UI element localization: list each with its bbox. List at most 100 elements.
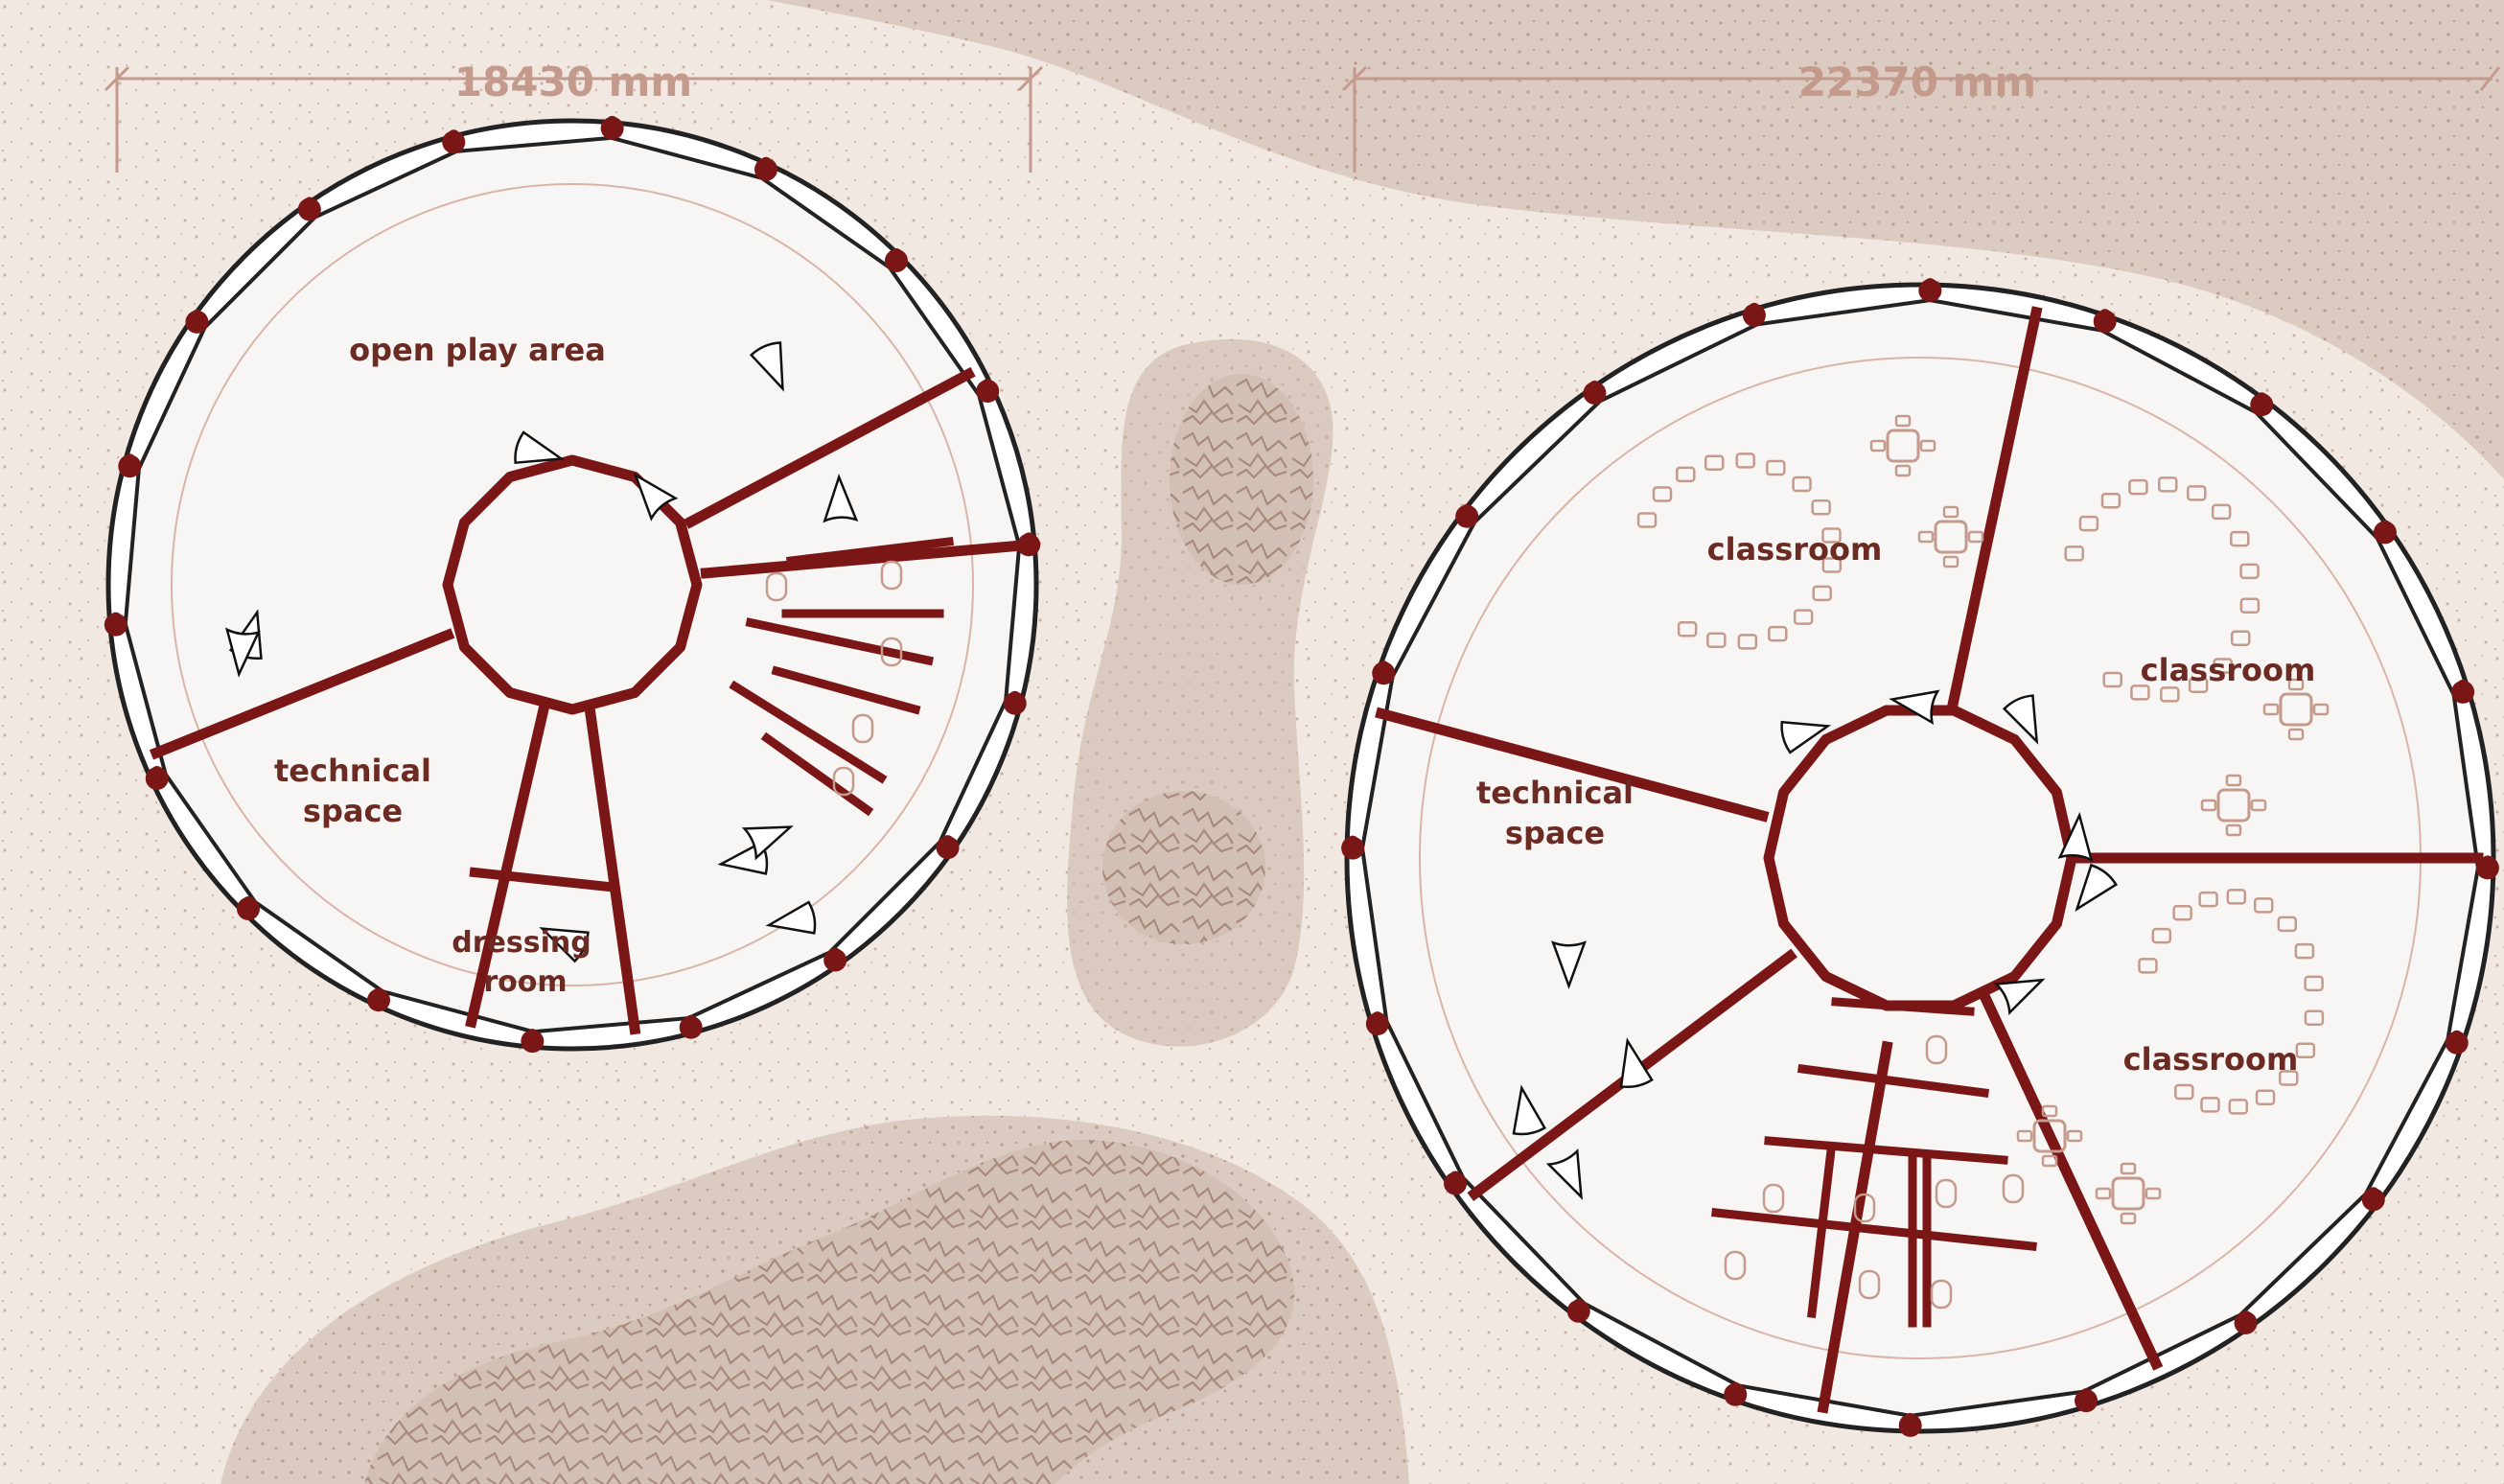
column [442,130,466,154]
partition-wall [584,707,641,1035]
column [2361,1188,2385,1212]
door-swing [741,825,794,861]
chair [1652,486,1673,502]
table [2279,692,2313,727]
column [185,310,209,334]
toilet [1762,1183,1785,1214]
chair [2041,1104,2058,1118]
door-swing [765,900,817,935]
door-swing [633,472,679,522]
chair [2226,889,2247,905]
column [1904,1412,1916,1425]
column [124,453,136,466]
table [1886,429,1920,463]
column [297,197,321,221]
column [1378,661,1390,673]
chair [1942,555,1959,568]
column [2457,679,2469,691]
left-building [104,115,1041,1054]
toilet [1853,1193,1876,1223]
label-room: room [483,965,567,999]
toilet [832,766,855,797]
column [2451,680,2475,704]
chair [1704,454,1725,471]
chair [2255,1089,2276,1105]
chair [1894,464,1912,477]
toilet [1925,1034,1948,1065]
chair [1793,609,1814,625]
table [1934,520,1968,554]
column [2373,521,2397,545]
chair [2130,684,2150,701]
toilet [1935,1178,1958,1209]
partition-wall [700,540,1026,579]
column [754,157,778,181]
chair [2095,1187,2112,1200]
column [151,766,163,778]
toilet [1858,1269,1881,1300]
chair [2078,515,2099,532]
door-swing [823,473,859,523]
toilet [2002,1173,2025,1204]
label-classroom-2: classroom [2141,652,2316,688]
chair [2160,686,2180,703]
column [941,835,954,847]
table [2111,1176,2145,1211]
column [191,309,203,321]
column [1444,1171,1468,1195]
column [760,156,773,169]
chair [1821,557,1843,573]
chair [1737,634,1758,650]
chair [2304,1009,2325,1026]
column [2378,520,2391,532]
column [1748,302,1760,314]
column [521,1030,545,1054]
column [2080,1388,2093,1401]
chair [2158,476,2178,493]
partition-wall [469,867,614,893]
chair [2211,503,2232,521]
column [1918,279,1942,303]
chair [2041,1154,2058,1168]
chair [2277,916,2298,933]
chair [2100,492,2121,509]
column [982,378,994,390]
chair [1706,632,1727,648]
column [1449,1171,1462,1183]
chair [2016,1129,2033,1143]
chair [2287,728,2305,741]
chair [2187,485,2207,501]
dimension-right-label: 22370 mm [1798,58,2036,105]
door-swing [1889,689,1940,725]
partition-wall [149,628,455,760]
column [366,988,390,1012]
dimension-left [104,65,1044,173]
column [1724,1382,1748,1406]
chair [2225,774,2242,787]
chair [1768,625,1788,642]
column [1023,532,1035,545]
column [1455,504,1479,528]
chair [2287,678,2305,691]
column [104,613,128,637]
chair [2138,958,2158,974]
chair [2304,975,2324,992]
column [823,948,847,972]
door-swing [749,341,784,392]
chair [2230,530,2250,547]
partition-wall [1978,989,2164,1371]
partition-wall [729,680,888,784]
column [976,379,1000,403]
column [1461,503,1473,516]
central-hub [442,454,703,715]
table [2216,788,2251,823]
label-technical-right: technical [1476,775,1634,811]
column [2234,1310,2258,1334]
column [1583,382,1607,406]
toilet [880,637,903,667]
column [1365,1012,1389,1036]
chair [2151,927,2172,944]
door-swing [1993,978,2046,1015]
chair [1766,459,1786,476]
chair [1735,452,1755,469]
